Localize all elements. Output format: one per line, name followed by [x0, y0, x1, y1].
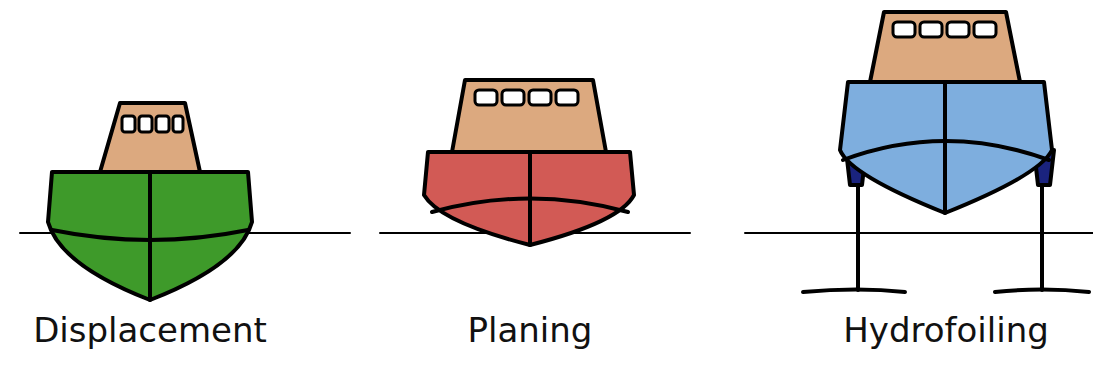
hull — [424, 152, 634, 245]
chine-line — [843, 141, 1049, 160]
cabin — [452, 80, 606, 152]
keel-line — [943, 82, 947, 213]
boat-label: Hydrofoiling — [843, 312, 1049, 349]
chine-line — [432, 199, 628, 213]
windows — [475, 90, 578, 105]
windows — [122, 116, 183, 132]
chine-line — [52, 230, 248, 240]
windows — [893, 22, 996, 37]
hull — [48, 172, 252, 300]
boat-label: Displacement — [33, 312, 267, 349]
boat-label: Planing — [468, 312, 593, 349]
hull — [840, 82, 1052, 213]
cabin — [100, 103, 200, 172]
cabin — [870, 12, 1020, 82]
keel-line — [148, 172, 152, 300]
